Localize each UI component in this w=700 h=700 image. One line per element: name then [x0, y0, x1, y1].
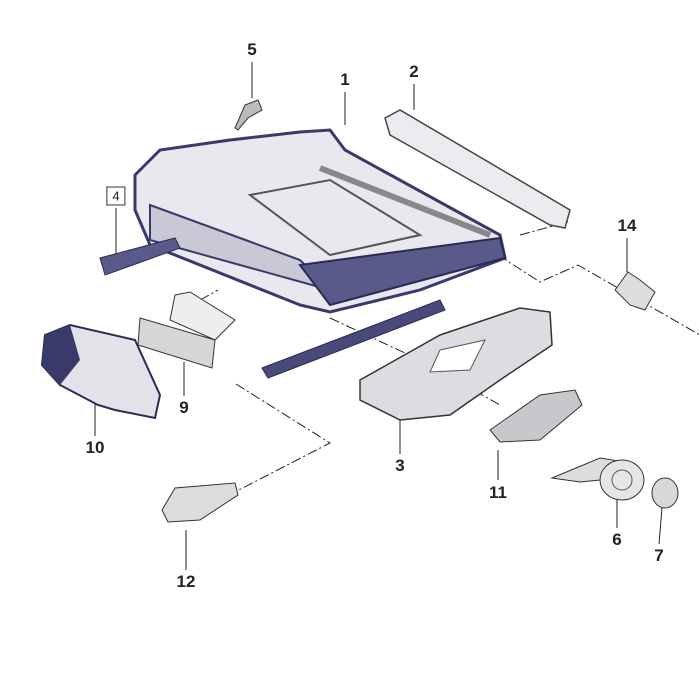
part-14-hinge[interactable] — [614, 271, 656, 311]
assembly-line — [199, 289, 219, 301]
part-7-cap[interactable] — [651, 477, 679, 509]
assembly-line — [199, 383, 332, 511]
callout-5[interactable]: 5 — [247, 40, 257, 59]
part-5-bracket[interactable] — [234, 99, 263, 131]
callout-12[interactable]: 12 — [176, 572, 196, 591]
part-2-rail[interactable] — [384, 109, 571, 229]
callout-10[interactable]: 10 — [85, 438, 105, 457]
callout-11[interactable]: 11 — [489, 483, 507, 502]
callout-6[interactable]: 6 — [612, 530, 622, 549]
part-1-seat-frame[interactable] — [99, 128, 507, 379]
part-6-knob[interactable] — [599, 459, 645, 501]
part-9-plate[interactable] — [137, 317, 216, 369]
assembly-line — [497, 254, 700, 336]
callout-2[interactable]: 2 — [409, 62, 419, 81]
part-11-switch-panel[interactable] — [489, 389, 583, 443]
leader-7 — [658, 507, 663, 545]
callout-4[interactable]: 4 — [106, 186, 126, 206]
callout-7[interactable]: 7 — [654, 546, 664, 565]
callout-9[interactable]: 9 — [179, 398, 189, 417]
callout-14[interactable]: 14 — [617, 216, 637, 235]
callout-1[interactable]: 1 — [340, 70, 350, 89]
part-12-handle[interactable] — [161, 482, 239, 523]
callout-3[interactable]: 3 — [395, 456, 405, 475]
